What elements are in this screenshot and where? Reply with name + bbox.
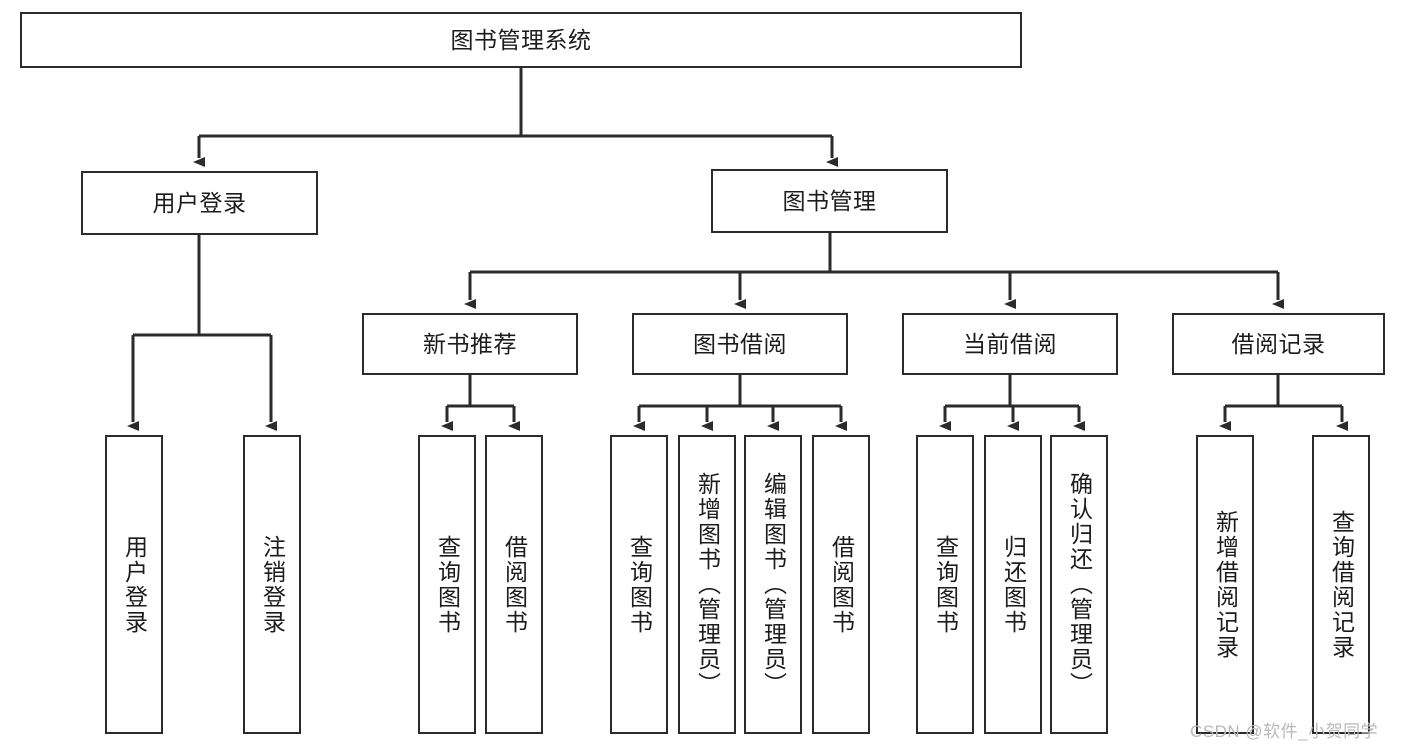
node-borrow-record[interactable]: 借阅记录 (1172, 313, 1385, 375)
leaf-borrow-query[interactable]: 查询图书 (610, 435, 668, 734)
leaf-user-login[interactable]: 用户登录 (105, 435, 163, 734)
leaf-borrow-edit-label: 编辑图书（管理员） (760, 472, 787, 697)
leaf-record-add[interactable]: 新增借阅记录 (1196, 435, 1254, 734)
leaf-newbook-query-label: 查询图书 (434, 534, 461, 635)
node-new-book-recommend[interactable]: 新书推荐 (362, 313, 578, 375)
node-book-management-label: 图书管理 (782, 187, 877, 214)
leaf-newbook-borrow-label: 借阅图书 (501, 534, 528, 635)
leaf-borrow-query-label: 查询图书 (626, 534, 653, 635)
leaf-borrow-borrow[interactable]: 借阅图书 (812, 435, 870, 734)
leaf-borrow-edit[interactable]: 编辑图书（管理员） (744, 435, 802, 734)
node-book-borrow[interactable]: 图书借阅 (632, 313, 848, 375)
leaf-borrow-add[interactable]: 新增图书（管理员） (678, 435, 736, 734)
leaf-current-return-label: 归还图书 (1000, 534, 1027, 635)
leaf-newbook-query[interactable]: 查询图书 (418, 435, 476, 734)
node-book-management[interactable]: 图书管理 (711, 169, 948, 233)
node-root[interactable]: 图书管理系统 (20, 12, 1022, 68)
leaf-record-query-label: 查询借阅记录 (1328, 509, 1355, 660)
node-user-login[interactable]: 用户登录 (81, 171, 318, 235)
leaf-user-logout[interactable]: 注销登录 (243, 435, 301, 734)
leaf-borrow-add-label: 新增图书（管理员） (694, 472, 721, 697)
node-current-borrow[interactable]: 当前借阅 (902, 313, 1118, 375)
node-new-book-recommend-label: 新书推荐 (423, 330, 517, 357)
node-root-label: 图书管理系统 (450, 26, 592, 53)
leaf-current-query-label: 查询图书 (932, 534, 959, 635)
node-current-borrow-label: 当前借阅 (963, 330, 1057, 357)
node-user-login-label: 用户登录 (152, 189, 247, 216)
leaf-current-confirm-label: 确认归还（管理员） (1066, 472, 1093, 697)
leaf-current-confirm[interactable]: 确认归还（管理员） (1050, 435, 1108, 734)
leaf-borrow-borrow-label: 借阅图书 (828, 534, 855, 635)
leaf-record-query[interactable]: 查询借阅记录 (1312, 435, 1370, 734)
leaf-current-return[interactable]: 归还图书 (984, 435, 1042, 734)
node-book-borrow-label: 图书借阅 (693, 330, 787, 357)
leaf-record-add-label: 新增借阅记录 (1212, 509, 1239, 660)
leaf-newbook-borrow[interactable]: 借阅图书 (485, 435, 543, 734)
leaf-user-logout-label: 注销登录 (259, 534, 286, 635)
leaf-user-login-label: 用户登录 (121, 534, 148, 635)
node-borrow-record-label: 借阅记录 (1231, 330, 1326, 357)
leaf-current-query[interactable]: 查询图书 (916, 435, 974, 734)
